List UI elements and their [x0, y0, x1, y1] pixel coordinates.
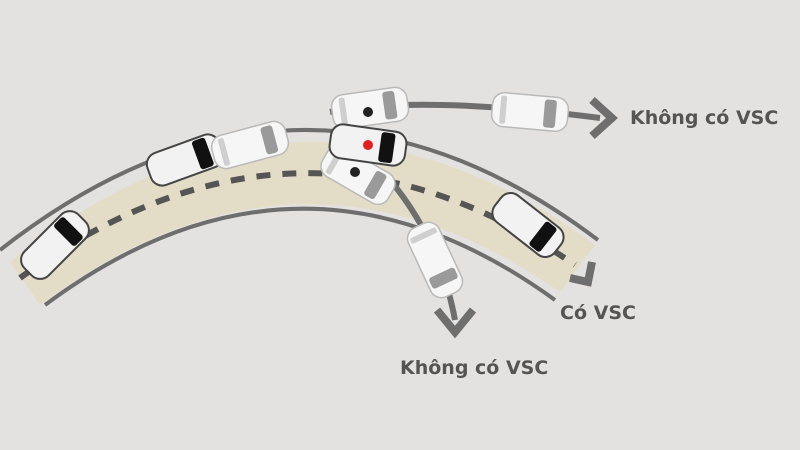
pivot-dot [363, 107, 373, 117]
label-top-without-vsc: Không có VSC [630, 107, 779, 129]
label-with-vsc: Có VSC [560, 302, 636, 324]
label-bottom-without-vsc: Không có VSC [400, 357, 549, 379]
road-outer-edge [0, 127, 600, 252]
arrow-with-vsc-icon [569, 261, 596, 287]
arrow-bottom-icon [433, 307, 477, 339]
car-top-out [489, 91, 571, 133]
arrow-top-icon [589, 97, 618, 139]
pivot-dot-red [363, 140, 373, 150]
road-inner-edge [43, 206, 557, 307]
pivot-dot [350, 167, 360, 177]
